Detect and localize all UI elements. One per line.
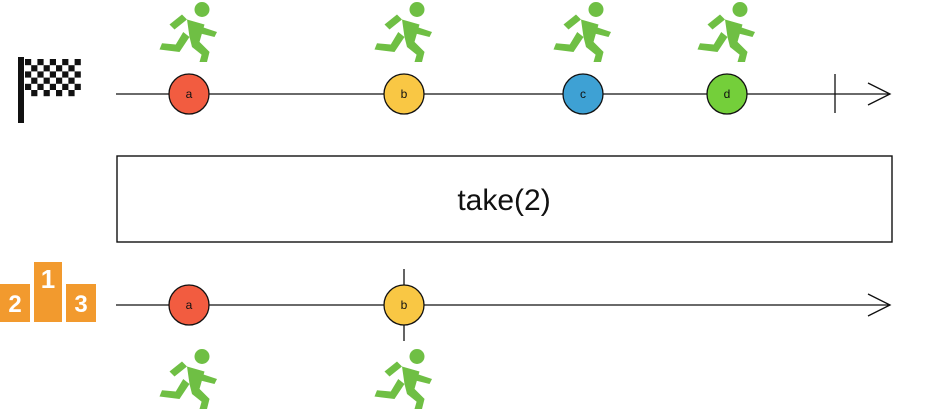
input-marble-a: a xyxy=(168,73,210,115)
input-marble-c: c xyxy=(562,73,604,115)
checkered-flag-icon xyxy=(18,57,81,123)
running-person-icon xyxy=(553,2,611,62)
operator-box xyxy=(116,155,893,243)
output-timeline-arrow xyxy=(867,293,892,317)
operator-label: take(2) xyxy=(457,184,550,217)
running-person-icon xyxy=(159,349,217,409)
input-marble-label: c xyxy=(580,87,586,101)
input-marble-b: b xyxy=(383,73,425,115)
running-person-icon xyxy=(374,2,432,62)
svg-text:2: 2 xyxy=(8,291,21,318)
svg-text:1: 1 xyxy=(41,264,55,294)
input-timeline-arrow xyxy=(867,82,892,106)
podium-icon: 1 2 3 xyxy=(0,262,96,322)
svg-text:3: 3 xyxy=(74,291,87,318)
output-marble-a: a xyxy=(168,284,210,326)
running-person-icon xyxy=(697,2,755,62)
running-person-icon xyxy=(159,2,217,62)
running-person-icon xyxy=(374,349,432,409)
output-marble-b: b xyxy=(383,284,425,326)
output-marble-label: a xyxy=(186,298,193,312)
input-marble-d: d xyxy=(706,73,748,115)
input-marble-label: d xyxy=(724,87,731,101)
output-marble-label: b xyxy=(401,298,408,312)
input-marble-label: a xyxy=(186,87,193,101)
input-marble-label: b xyxy=(401,87,408,101)
